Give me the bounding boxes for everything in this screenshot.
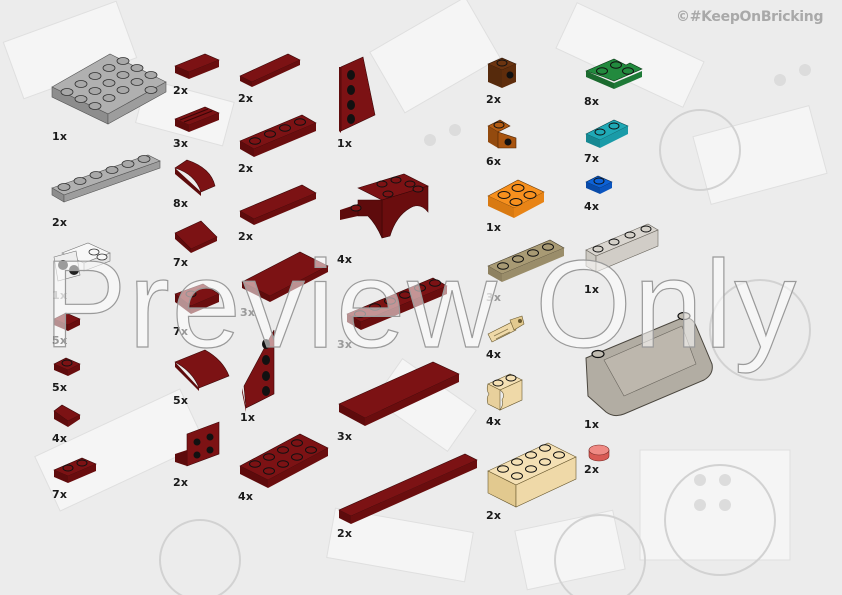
part-brick-1x1-stud-reddish-brown xyxy=(486,56,518,90)
quantity-label: 5x xyxy=(52,381,68,394)
quantity-label: 2x xyxy=(52,216,68,229)
quantity-label: 5x xyxy=(52,334,68,347)
quantity-label: 1x xyxy=(584,283,600,296)
part-brick-1x4-trans-clear xyxy=(584,222,660,274)
part-tile-2x4-dark-red xyxy=(240,250,330,306)
part-tile-round-1x1-trans-red xyxy=(587,443,611,463)
quantity-label: 1x xyxy=(52,289,68,302)
quantity-label: 8x xyxy=(173,197,189,210)
part-plate-1x6-dark-red xyxy=(345,276,449,332)
part-plate-2x2-bracket-white xyxy=(52,242,112,283)
part-plate-4x4-light-gray xyxy=(50,52,168,132)
part-curved-slope-1x2-dark-red xyxy=(173,158,217,198)
quantity-label: 2x xyxy=(337,527,353,540)
part-plate-2x2-orange xyxy=(486,178,546,220)
quantity-label: 1x xyxy=(240,411,256,424)
part-bracket-1x1-dark-orange xyxy=(486,118,518,150)
quantity-label: 2x xyxy=(173,84,189,97)
part-slope-1x2-dark-red xyxy=(173,219,219,255)
quantity-label: 4x xyxy=(52,432,68,445)
quantity-label: 2x xyxy=(238,92,254,105)
part-tile-2x6-dark-red xyxy=(337,360,461,432)
part-plate-2x4-dark-red xyxy=(238,432,330,492)
quantity-label: 2x xyxy=(173,476,189,489)
quantity-label: 3x xyxy=(173,137,189,150)
quantity-label: 2x xyxy=(486,509,502,522)
quantity-label: 2x xyxy=(238,162,254,175)
part-plate-1x4-dark-red xyxy=(238,113,318,159)
quantity-label: 3x xyxy=(240,306,256,319)
part-plate-1x4-dark-tan xyxy=(486,238,566,284)
quantity-label: 2x xyxy=(584,463,600,476)
quantity-label: 4x xyxy=(337,253,353,266)
part-tile-1x2-dark-red xyxy=(173,52,221,82)
quantity-label: 6x xyxy=(486,155,502,168)
quantity-label: 2x xyxy=(238,230,254,243)
part-tile-1x8-dark-red xyxy=(337,452,479,528)
quantity-label: 2x xyxy=(486,93,502,106)
part-pin-axle-tan xyxy=(486,315,526,343)
part-wedge-plate-4x2-dark-red xyxy=(240,328,280,412)
quantity-label: 3x xyxy=(337,338,353,351)
quantity-label: 5x xyxy=(173,394,189,407)
quantity-label: 1x xyxy=(52,130,68,143)
part-plate-1x1-dark-red xyxy=(52,356,82,378)
quantity-label: 4x xyxy=(584,200,600,213)
part-plate-1x2-rounded-dark-red xyxy=(173,282,221,316)
quantity-label: 1x xyxy=(337,137,353,150)
quantity-label: 8x xyxy=(584,95,600,108)
copyright-credit: ©#KeepOnBricking xyxy=(676,9,824,25)
part-bracket-1x2-2x2-dark-red xyxy=(173,421,223,472)
quantity-label: 7x xyxy=(173,325,189,338)
part-tile-1x4-dark-red xyxy=(238,52,302,88)
part-wedge-plate-4x2-right-dark-red xyxy=(337,55,377,135)
part-windscreen-trans-black xyxy=(584,308,716,418)
quantity-label: 4x xyxy=(486,348,502,361)
quantity-label: 4x xyxy=(238,490,254,503)
part-plate-corner-green xyxy=(584,55,644,91)
part-curved-slope-2x2-dark-red xyxy=(173,348,233,392)
part-slope-1x1-dark-red xyxy=(52,403,82,429)
part-brick-2x4-tan xyxy=(486,441,578,509)
part-plate-1x6-light-gray xyxy=(50,153,162,203)
part-plate-1x1-blue xyxy=(584,174,614,196)
quantity-label: 4x xyxy=(486,415,502,428)
part-tile-1x1-dark-red xyxy=(52,311,82,333)
part-brick-1x2-log-tan xyxy=(486,372,526,412)
part-tile-1x2-grille-dark-red xyxy=(173,105,221,135)
part-tile-1x4-b-dark-red xyxy=(238,183,318,229)
quantity-label: 3x xyxy=(337,430,353,443)
quantity-label: 3x xyxy=(486,291,502,304)
quantity-label: 7x xyxy=(52,488,68,501)
quantity-label: 7x xyxy=(584,152,600,165)
quantity-label: 1x xyxy=(486,221,502,234)
part-plate-1x2-dark-turquoise xyxy=(584,118,630,150)
part-arch-mudguard-dark-red xyxy=(340,172,434,244)
quantity-label: 7x xyxy=(173,256,189,269)
part-plate-1x2-dark-red xyxy=(52,456,98,484)
quantity-label: 1x xyxy=(584,418,600,431)
